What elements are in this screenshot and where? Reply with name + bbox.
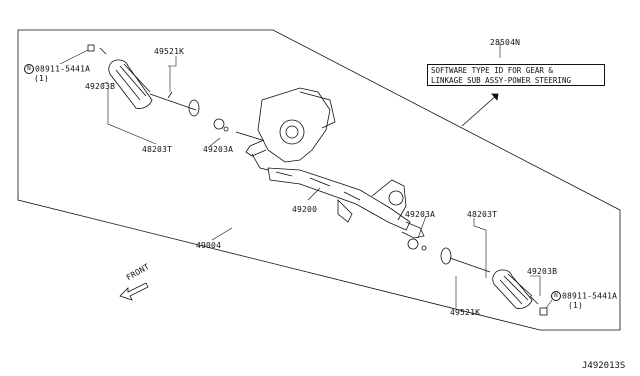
leader-lines: [59, 42, 553, 309]
bolt-bottom-number: 08911-5441A: [562, 291, 618, 301]
label-48203T-bottom: 48203T: [467, 210, 498, 219]
label-48203T-top: 48203T: [142, 145, 173, 154]
diagram-id: J492013S: [582, 361, 626, 371]
label-49521K-bottom: 49521K: [450, 308, 481, 317]
software-type-box: SOFTWARE TYPE ID FOR GEAR & LINKAGE SUB …: [427, 64, 605, 86]
n-circle-icon: N: [24, 64, 34, 74]
label-49200: 49200: [292, 205, 318, 214]
label-49203A-bottom: 49203A: [405, 210, 436, 219]
label-28504N: 28504N: [490, 38, 521, 47]
bolt-top-qty: (1): [34, 74, 50, 83]
lower-right-parts: [407, 238, 548, 316]
label-49203A-top: 49203A: [203, 145, 234, 154]
software-line-1: SOFTWARE TYPE ID FOR GEAR &: [431, 66, 553, 75]
label-49521K-top: 49521K: [154, 47, 185, 56]
label-49203B-top: 49203B: [85, 82, 116, 91]
software-arrow: [461, 93, 499, 127]
frame-outline: [17, 29, 621, 331]
steering-gear-assembly: [245, 87, 425, 239]
bolt-bottom-qty: (1): [568, 301, 584, 310]
label-49203B-bottom: 49203B: [527, 267, 558, 276]
front-arrow: [119, 282, 149, 301]
software-line-2: LINKAGE SUB ASSY-POWER STEERING: [431, 76, 571, 85]
n-circle-icon-bottom: N: [551, 291, 561, 301]
upper-left-parts: [87, 44, 263, 141]
bolt-top-number: 08911-5441A: [35, 64, 91, 74]
label-49004: 49004: [196, 241, 222, 250]
